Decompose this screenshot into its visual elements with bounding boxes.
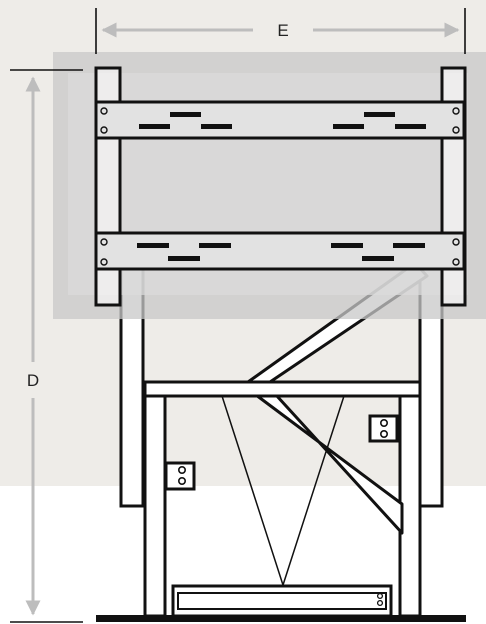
caster-plate-left — [164, 461, 196, 491]
base-tray — [171, 584, 393, 618]
front-crossbar — [143, 380, 422, 398]
lower-bracket-rail — [94, 231, 466, 271]
upper-bracket-rail — [94, 100, 466, 140]
dimension-d: D — [10, 69, 83, 623]
floor-line — [96, 615, 466, 622]
front-upright-right — [398, 380, 422, 618]
dimension-e-label: E — [277, 21, 288, 40]
dimension-e: E — [95, 8, 466, 54]
caster-plate-right — [368, 414, 399, 443]
front-upright-left — [143, 380, 167, 618]
dimension-d-label: D — [27, 371, 39, 390]
